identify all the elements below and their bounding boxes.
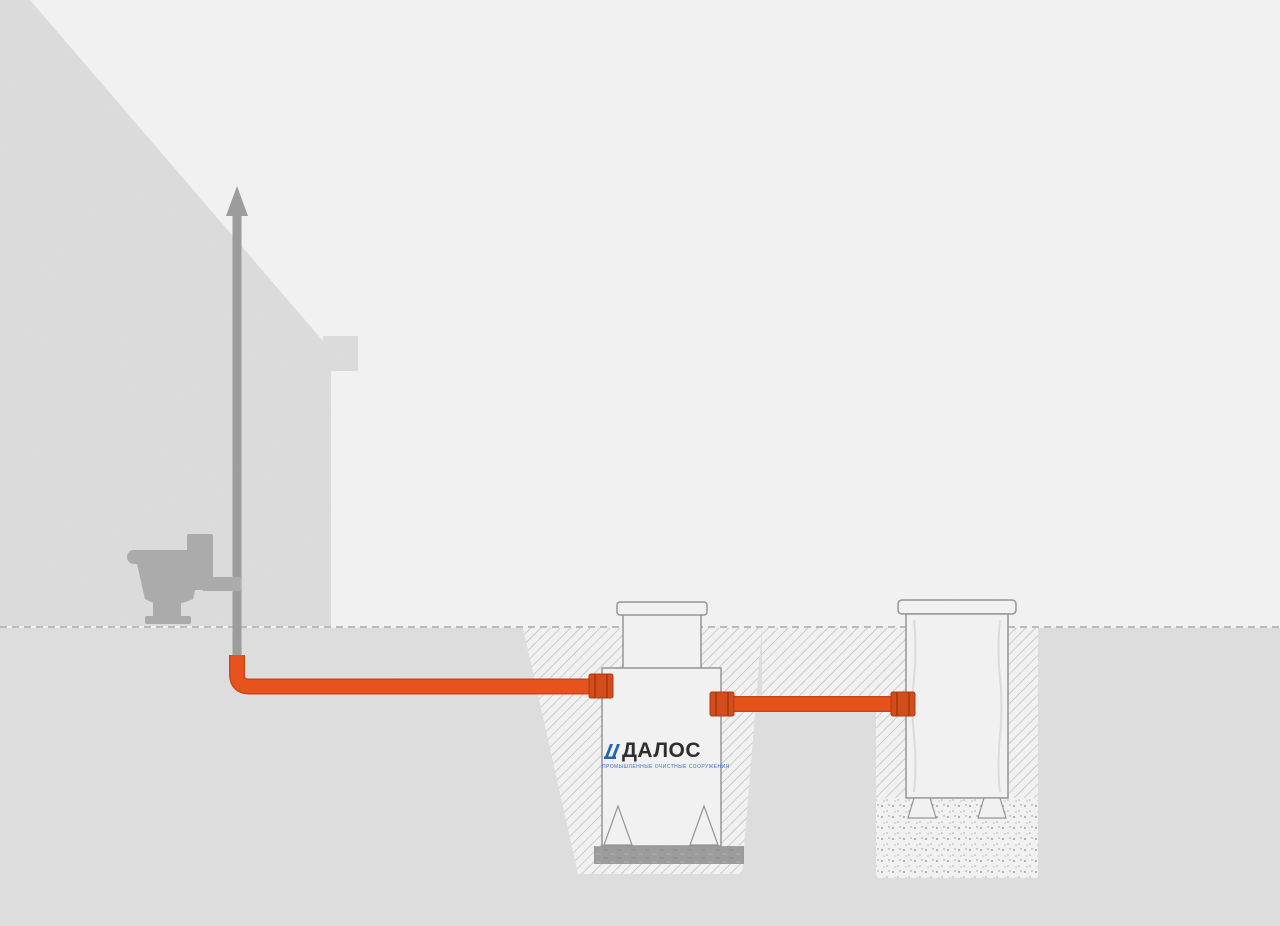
brand-name: ДАЛОС [621,739,702,762]
dalos-brand-label: ДАЛОС ПРОМЫШЛЕННЫЕ ОЧИСТНЫЕ СООРУЖЕНИЯ [602,740,730,770]
brand-tagline: ПРОМЫШЛЕННЫЕ ОЧИСТНЫЕ СООРУЖЕНИЯ [602,764,730,770]
brand-row: ДАЛОС [602,740,721,761]
dalos-logo-icon [604,744,620,759]
